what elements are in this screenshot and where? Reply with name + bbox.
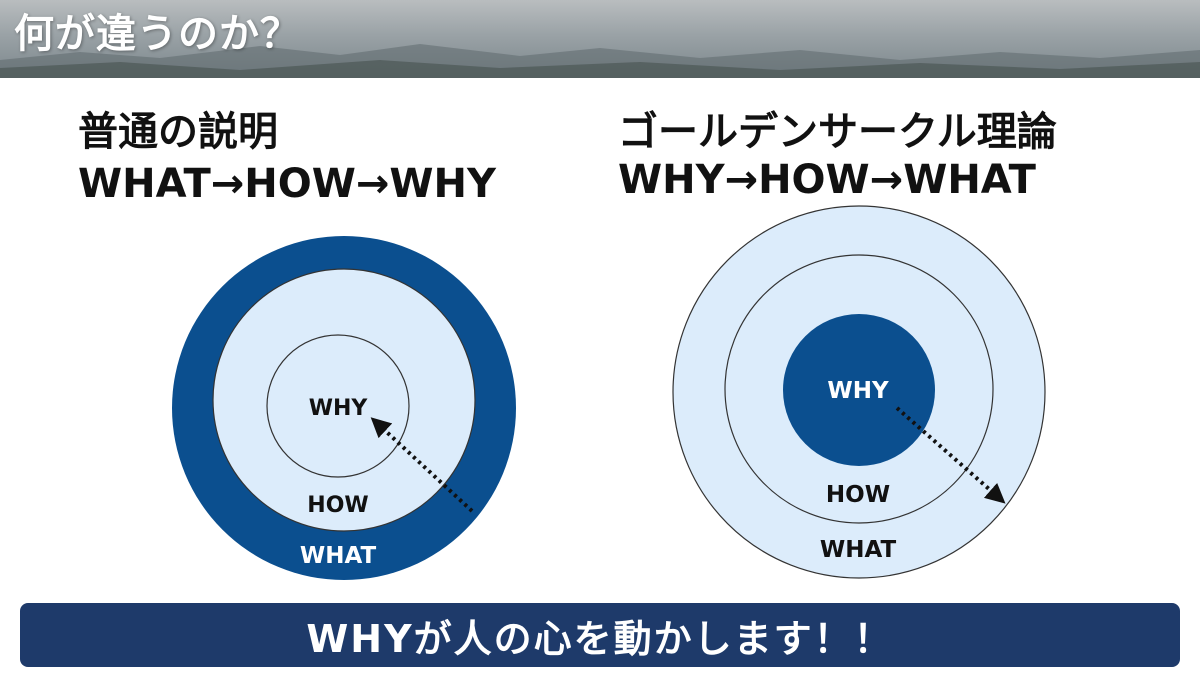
right-why-circle (783, 314, 935, 466)
left-column-title: 普通の説明 (78, 109, 278, 155)
right-how-label: HOW (826, 482, 890, 508)
right-what-label: WHAT (820, 537, 897, 563)
landscape-background (0, 44, 1200, 78)
right-why-label: WHY (827, 378, 889, 404)
left-why-label: WHY (309, 396, 369, 421)
left-why-circle (266, 334, 410, 478)
left-how-label: HOW (307, 493, 368, 518)
right-column-subtitle: WHY→HOW→WHAT (618, 157, 1036, 203)
left-column-subtitle: WHAT→HOW→WHY (78, 161, 496, 207)
conclusion-banner: WHYが人の心を動かします！！ (20, 603, 1180, 667)
page-title: 何が違うのか？ (14, 11, 301, 57)
conclusion-text: WHYが人の心を動かします！！ (306, 616, 894, 661)
right-dotted-arrow (895, 406, 1006, 504)
header-bar: 何が違うのか？ (0, 0, 1200, 78)
left-what-label: WHAT (300, 543, 377, 569)
left-dotted-arrow (370, 417, 474, 513)
right-circle-diagram: WHY HOW WHAT (672, 205, 1046, 579)
left-circle-diagram: WHY HOW WHAT (172, 236, 516, 580)
right-column-title: ゴールデンサークル理論 (618, 109, 1057, 155)
